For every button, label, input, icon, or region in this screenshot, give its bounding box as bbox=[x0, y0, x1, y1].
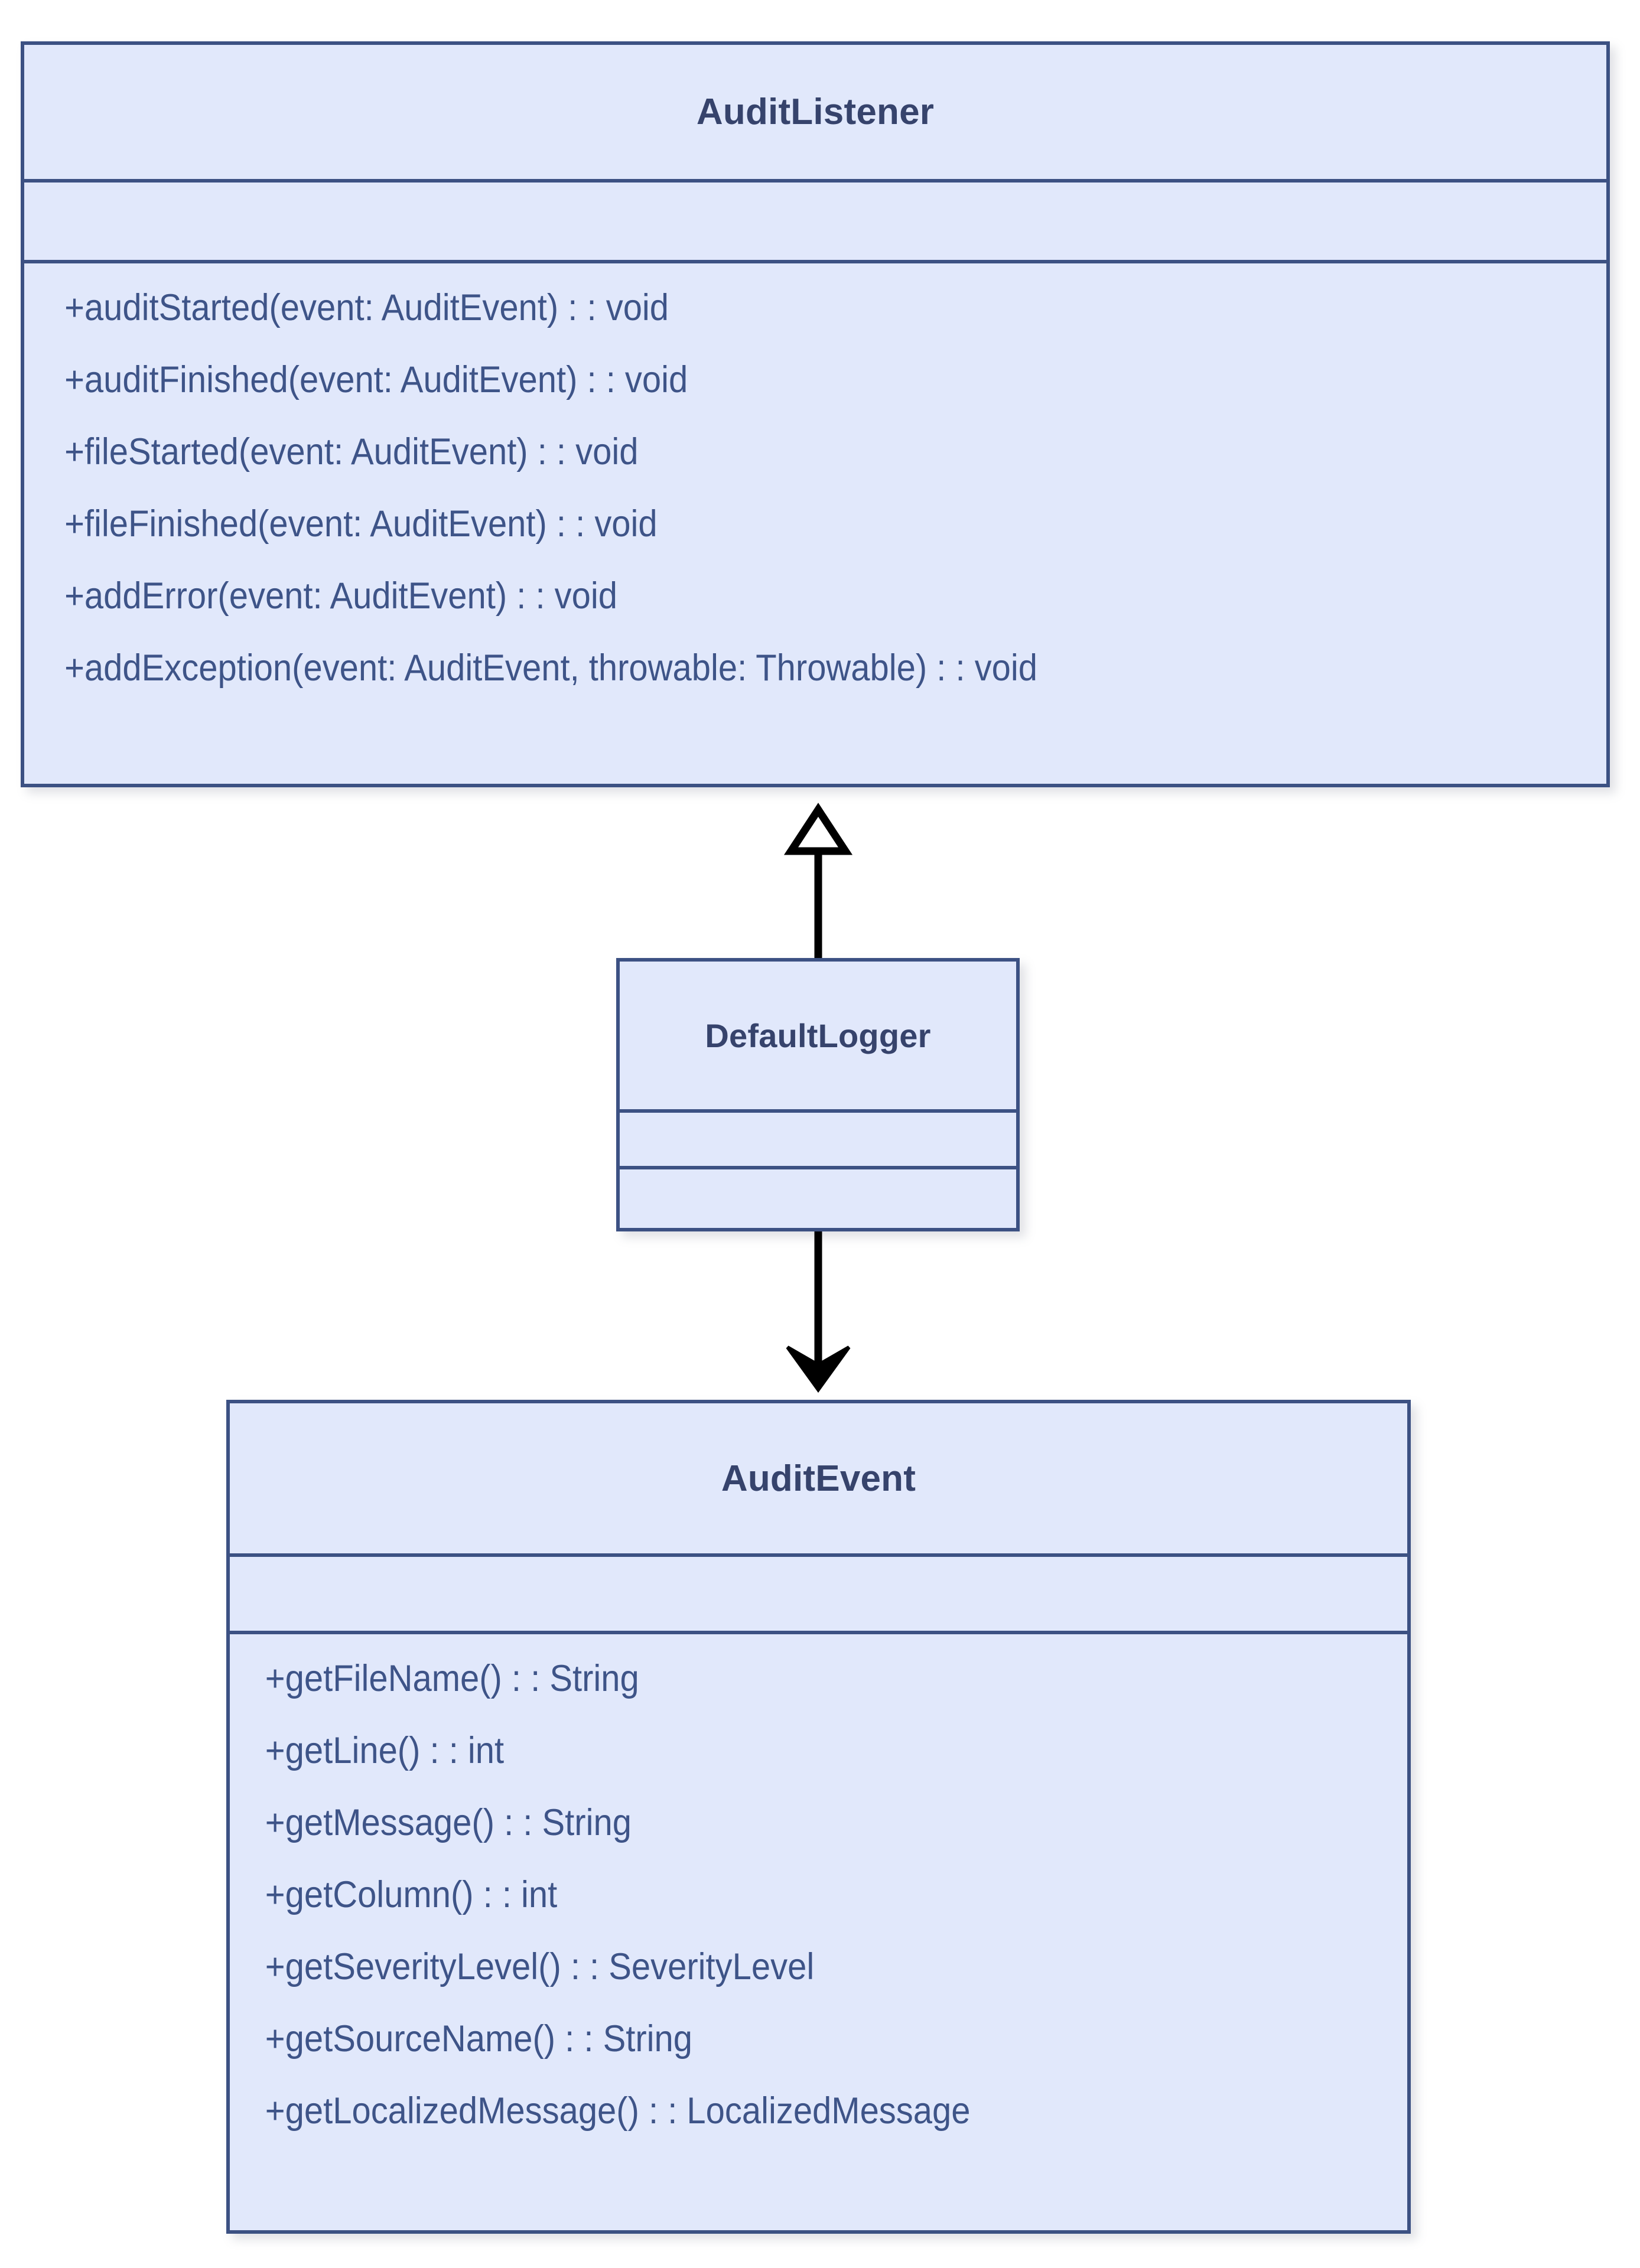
operation-row: +getLine() : : int bbox=[265, 1730, 505, 1771]
class-operations-default-logger bbox=[620, 1166, 1016, 1224]
class-operations-audit-listener: +auditStarted(event: AuditEvent) : : voi… bbox=[24, 260, 1606, 780]
class-box-audit-listener[interactable]: AuditListener +auditStarted(event: Audit… bbox=[21, 41, 1610, 787]
class-attributes-default-logger bbox=[620, 1109, 1016, 1166]
class-box-audit-event[interactable]: AuditEvent +getFileName() : : String +ge… bbox=[226, 1400, 1411, 2234]
class-box-default-logger[interactable]: DefaultLogger bbox=[616, 958, 1020, 1231]
association-arrow-default-logger-to-audit-event bbox=[786, 1231, 851, 1393]
operation-row: +fileStarted(event: AuditEvent) : : void bbox=[64, 431, 639, 472]
operation-row: +addException(event: AuditEvent, throwab… bbox=[64, 647, 1038, 689]
operation-row: +getMessage() : : String bbox=[265, 1802, 632, 1843]
operation-row: +addError(event: AuditEvent) : : void bbox=[64, 575, 617, 617]
operation-row: +auditFinished(event: AuditEvent) : : vo… bbox=[64, 359, 688, 400]
class-operations-audit-event: +getFileName() : : String +getLine() : :… bbox=[230, 1631, 1407, 2230]
class-title-audit-event: AuditEvent bbox=[230, 1403, 1407, 1553]
operation-row: +getColumn() : : int bbox=[265, 1874, 558, 1915]
class-title-default-logger: DefaultLogger bbox=[620, 962, 1016, 1109]
operation-row: +getSourceName() : : String bbox=[265, 2018, 693, 2060]
operation-row: +getLocalizedMessage() : : LocalizedMess… bbox=[265, 2090, 971, 2132]
class-title-audit-listener: AuditListener bbox=[24, 45, 1606, 179]
class-attributes-audit-listener bbox=[24, 179, 1606, 260]
operation-row: +fileFinished(event: AuditEvent) : : voi… bbox=[64, 503, 658, 545]
class-attributes-audit-event bbox=[230, 1553, 1407, 1631]
generalization-arrow-default-logger-to-audit-listener bbox=[783, 803, 853, 964]
operation-row: +auditStarted(event: AuditEvent) : : voi… bbox=[64, 287, 669, 328]
operation-row: +getFileName() : : String bbox=[265, 1658, 639, 1699]
operation-row: +getSeverityLevel() : : SeverityLevel bbox=[265, 1946, 815, 1987]
